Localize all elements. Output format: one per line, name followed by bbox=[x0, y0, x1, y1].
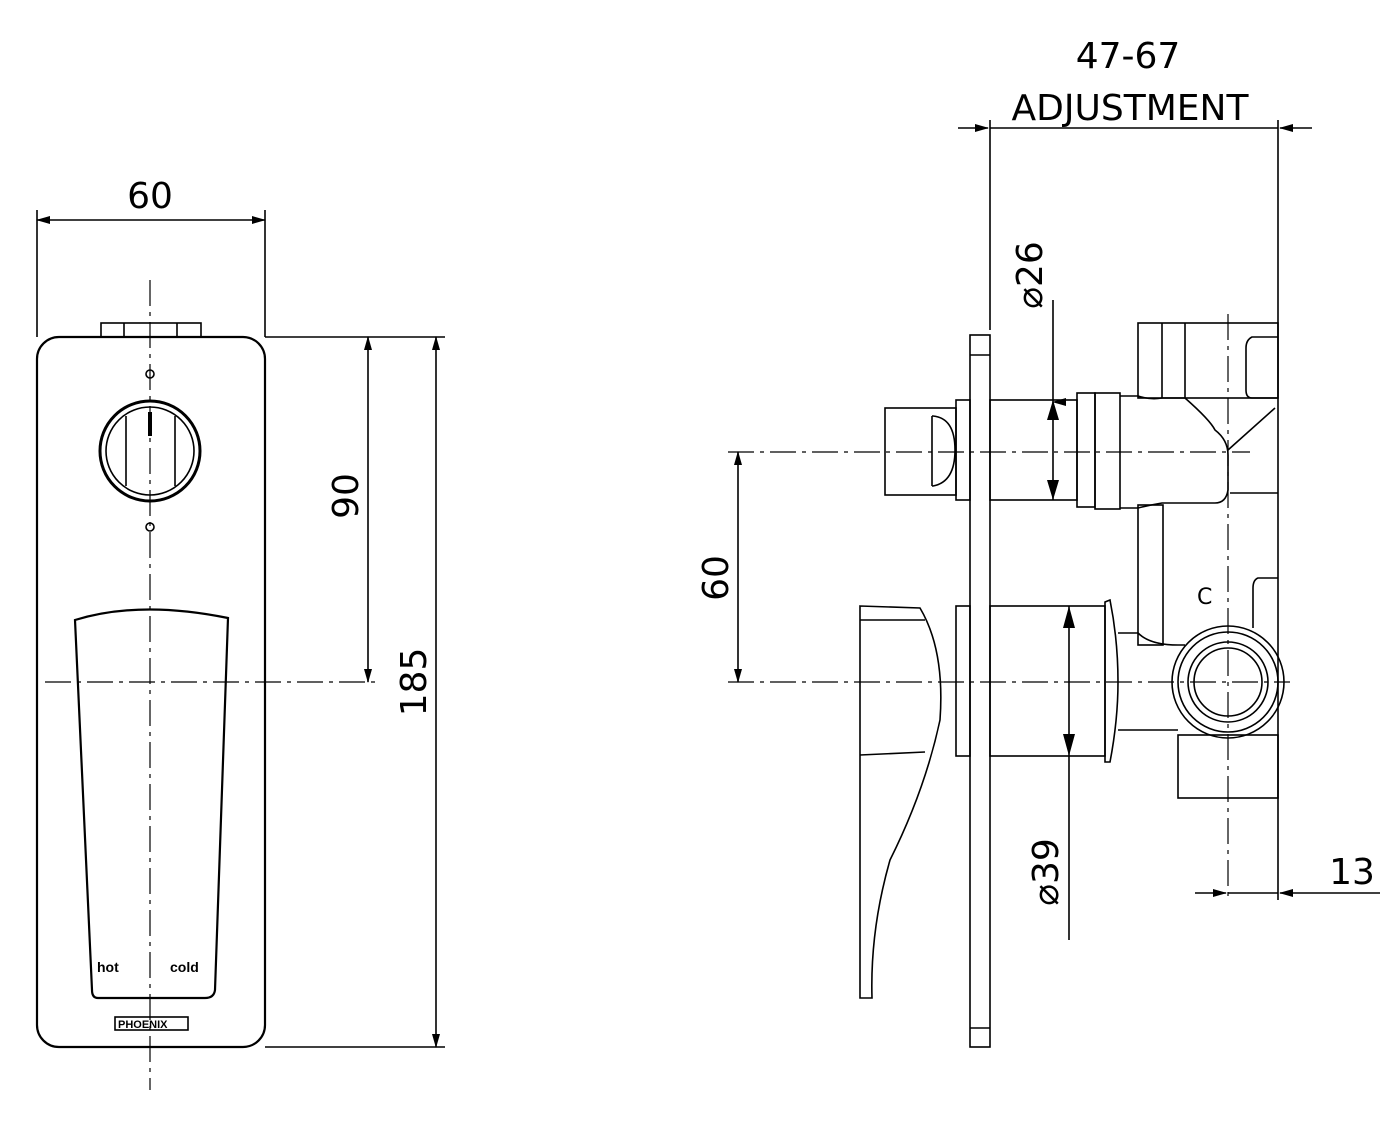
wall-plate bbox=[969, 334, 991, 1048]
cold-marker: C bbox=[1197, 585, 1212, 610]
adjustment-range: 47-67 bbox=[1076, 36, 1181, 77]
centre-spacing-dimension: 60 bbox=[696, 555, 737, 601]
diverter-diameter: ⌀26 bbox=[1010, 241, 1051, 308]
side-lever bbox=[859, 605, 942, 999]
brand-logo: PHOENIX bbox=[118, 1019, 168, 1031]
indicator-dot-top bbox=[145, 369, 155, 379]
lever-dimension: 90 bbox=[326, 473, 367, 519]
diverter-assembly bbox=[884, 322, 1279, 646]
label-cold: cold bbox=[170, 959, 199, 975]
adjustment-label: ADJUSTMENT bbox=[1012, 88, 1250, 129]
mixer-lever bbox=[73, 608, 230, 1000]
mixer-assembly: C bbox=[859, 577, 1285, 999]
width-dimension: 60 bbox=[127, 176, 173, 217]
side-view: C 47-67 ADJUSTMENT 60 ⌀26 ⌀39 13 bbox=[696, 36, 1380, 1048]
diverter-top-stub bbox=[100, 322, 202, 338]
indicator-dot-bottom bbox=[145, 522, 155, 532]
offset-dimension: 13 bbox=[1329, 852, 1375, 893]
brand-logo-box bbox=[114, 1016, 189, 1031]
mixer-diameter: ⌀39 bbox=[1026, 838, 1067, 905]
front-view: hot cold PHOENIX 60 90 185 bbox=[35, 176, 445, 1090]
diverter-knob bbox=[98, 399, 202, 503]
label-hot: hot bbox=[97, 959, 119, 975]
cover-plate bbox=[35, 335, 267, 1049]
height-dimension: 185 bbox=[394, 648, 435, 717]
